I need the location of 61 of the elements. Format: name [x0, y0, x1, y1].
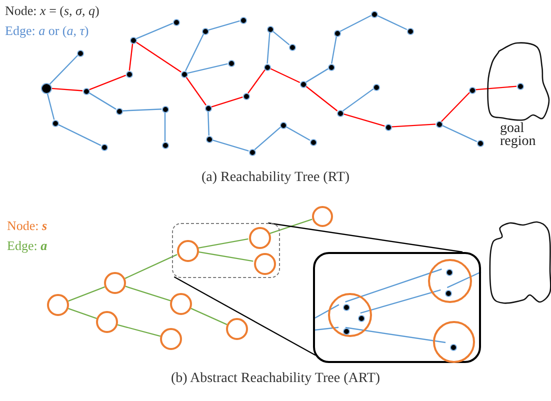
tree-edge	[286, 126, 310, 141]
node-key-text: Node: x = (s, σ, q)	[5, 3, 100, 19]
tree-edge	[266, 32, 270, 64]
tree-edge	[164, 112, 166, 142]
caption: (a) Reachability Tree (RT)	[201, 170, 350, 186]
tree-edge	[305, 86, 338, 112]
tree-edge	[360, 289, 441, 314]
tree-edge	[343, 113, 385, 127]
tree-edge	[185, 34, 204, 72]
caption: (b) Abstract Reachability Tree (ART)	[170, 371, 380, 387]
edge-key-text: Edge: a	[7, 238, 48, 254]
zoom-inset-box	[313, 252, 481, 363]
tree-edge	[208, 111, 210, 136]
tree-edge	[88, 92, 116, 110]
tree-edge	[306, 68, 328, 83]
tree-edge	[376, 14, 408, 30]
tree-edge	[254, 126, 281, 150]
tree-edge	[136, 41, 182, 73]
tree-edge	[46, 93, 55, 120]
tree-edge	[208, 20, 240, 31]
tree-edge	[122, 108, 162, 112]
edge-key-text: Edge: a or (a, τ)	[5, 23, 89, 39]
tree-edge	[125, 286, 171, 302]
tree-edge	[117, 324, 161, 337]
tree-edge	[198, 238, 248, 249]
tree-edge	[446, 271, 482, 288]
dashed-selection-box	[172, 223, 280, 278]
tree-edge	[340, 15, 372, 32]
tree-edge	[124, 254, 178, 279]
tree-edge	[68, 308, 97, 319]
tree-edge	[270, 68, 300, 84]
tree-edge	[58, 124, 102, 146]
tree-edge	[128, 43, 134, 71]
tree-edge	[272, 30, 290, 46]
tree-edge	[186, 76, 206, 106]
tree-edge	[345, 326, 446, 344]
tree-edge	[187, 63, 228, 74]
tree-edge	[68, 286, 105, 302]
tree-edge	[345, 268, 442, 302]
tree-edge	[49, 55, 78, 84]
tree-edge	[211, 96, 243, 108]
tree-edge	[89, 74, 126, 90]
tree-edge	[314, 304, 340, 319]
tree-edge	[342, 88, 374, 112]
tree-edge	[314, 326, 339, 331]
node-key-text: Node: s	[7, 218, 48, 234]
tree-edge	[51, 88, 83, 92]
zoom-line	[174, 276, 316, 356]
tree-edge	[475, 86, 517, 90]
tree-edge	[190, 308, 228, 326]
tree-edge	[441, 92, 470, 122]
tree-edge	[442, 124, 478, 142]
tree-edge	[212, 139, 249, 152]
tree-edge	[269, 218, 312, 234]
region-label: goal region	[500, 122, 537, 148]
tree-edge	[391, 124, 436, 128]
tree-edge	[248, 69, 266, 94]
tree-edge	[136, 22, 173, 40]
tree-edge	[198, 251, 254, 262]
tree-edge	[331, 36, 337, 64]
zoom-line	[268, 222, 463, 253]
